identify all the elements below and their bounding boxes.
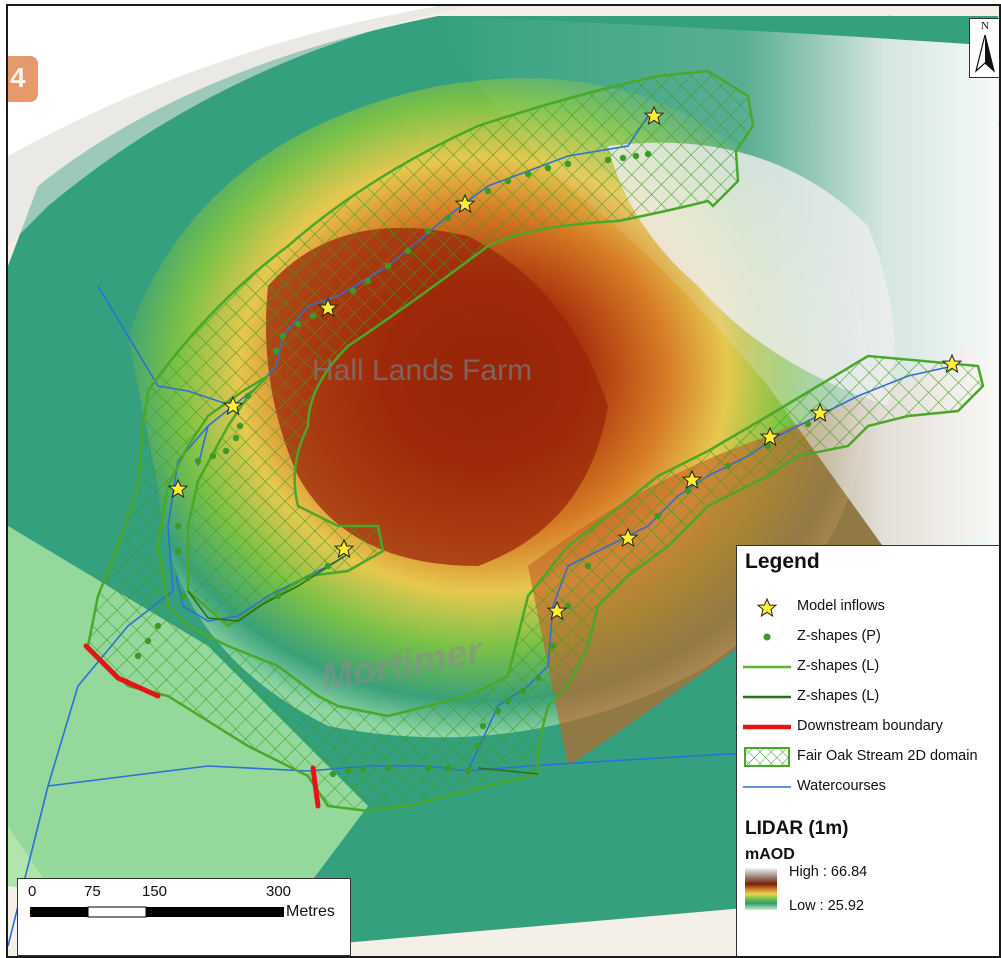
elevation-color-ramp (745, 868, 777, 910)
inflow-star-icon (546, 600, 568, 621)
north-arrow-icon (974, 34, 996, 73)
legend-item-watercourses: Watercourses (737, 776, 999, 798)
legend-label: Fair Oak Stream 2D domain (797, 748, 978, 764)
legend-item-2d-domain: Fair Oak Stream 2D domain (737, 746, 999, 768)
inflow-star-icon (759, 426, 781, 447)
map-frame: 4 Hall Lands Farm Mortimer N Legend Mode… (6, 4, 1001, 958)
ramp-high-label: High : 66.84 (789, 864, 868, 880)
fair-oak-stream-2d-domain (86, 69, 985, 813)
legend-item-model-inflows: Model inflows (737, 596, 999, 618)
scale-tick-label: 0 (28, 883, 37, 900)
legend-title: Legend (745, 550, 820, 573)
scale-units: Metres (286, 903, 335, 920)
hatched-polygon-icon (744, 747, 790, 767)
map-canvas[interactable] (8, 6, 999, 956)
line-symbol-icon (743, 695, 791, 699)
legend-label: Z-shapes (P) (797, 628, 881, 644)
downstream-boundaries (83, 643, 321, 809)
place-label: Hall Lands Farm (312, 354, 533, 387)
legend-item-z-shapes-points: Z-shapes (P) (737, 626, 999, 648)
legend-item-z-shapes-lines-dark: Z-shapes (L) (737, 686, 999, 708)
lidar-unit: mAOD (745, 846, 795, 863)
inflow-star-icon (643, 105, 665, 126)
scale-tick-label: 75 (84, 883, 101, 900)
legend-label: Downstream boundary (797, 718, 943, 734)
north-label: N (981, 20, 989, 32)
line-symbol-icon (743, 665, 791, 669)
inflow-star-icon (941, 353, 963, 374)
model-inflows (167, 105, 963, 621)
line-symbol-icon (743, 786, 791, 788)
inflow-star-icon (681, 469, 703, 490)
inflow-star-icon (809, 402, 831, 423)
ramp-low-label: Low : 25.92 (789, 898, 864, 914)
inflow-star-icon (454, 193, 476, 214)
legend-panel: Legend Model inflows Z-shapes (P) Z-shap… (736, 545, 999, 956)
legend-label: Z-shapes (L) (797, 658, 880, 674)
scale-tick-label: 150 (142, 883, 168, 900)
legend-label: Z-shapes (L) (797, 688, 880, 704)
scale-bar: 0 75 150 300 Metres (17, 878, 351, 956)
inflow-star-icon (617, 527, 639, 548)
legend-item-z-shapes-lines: Z-shapes (L) (737, 656, 999, 678)
inflow-star-icon (167, 478, 189, 499)
scale-tick-label: 300 (266, 883, 292, 900)
route-number: 4 (10, 62, 26, 93)
inflow-star-icon (222, 395, 244, 416)
star-icon (756, 597, 778, 618)
line-symbol-icon (743, 724, 791, 730)
z-shapes-points (134, 150, 812, 778)
legend-label: Model inflows (797, 598, 885, 614)
inflow-star-icon (333, 538, 355, 559)
point-symbol-icon (763, 633, 771, 641)
scale-bar-graphic (30, 906, 284, 918)
lidar-title: LIDAR (1m) (745, 818, 849, 839)
legend-item-downstream-boundary: Downstream boundary (737, 716, 999, 738)
north-arrow: N (969, 18, 999, 78)
inflow-star-icon (317, 297, 339, 318)
legend-label: Watercourses (797, 778, 886, 794)
route-number-badge: 4 (8, 56, 38, 102)
